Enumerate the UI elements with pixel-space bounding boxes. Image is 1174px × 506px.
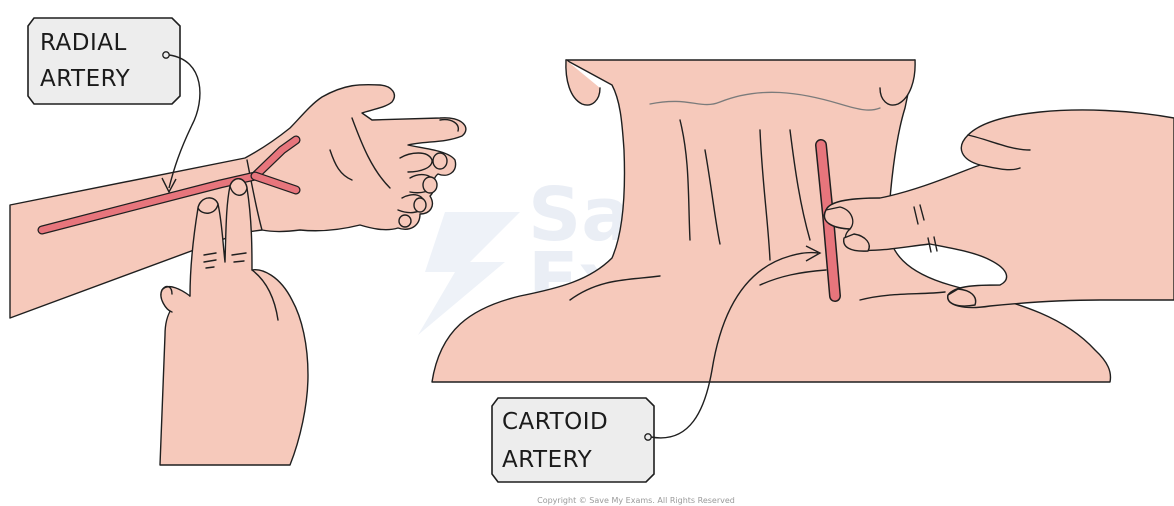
radial-label-line1: RADIAL — [40, 30, 127, 56]
radial-label-line2: ARTERY — [40, 66, 131, 92]
carotid-label-line1: CARTOID — [502, 409, 608, 435]
copyright-notice: Copyright © Save My Exams. All Rights Re… — [537, 496, 735, 505]
carotid-artery-label: CARTOID ARTERY — [492, 398, 654, 482]
carotid-label-line2: ARTERY — [502, 447, 593, 473]
radial-artery-label: RADIAL ARTERY — [28, 18, 180, 104]
